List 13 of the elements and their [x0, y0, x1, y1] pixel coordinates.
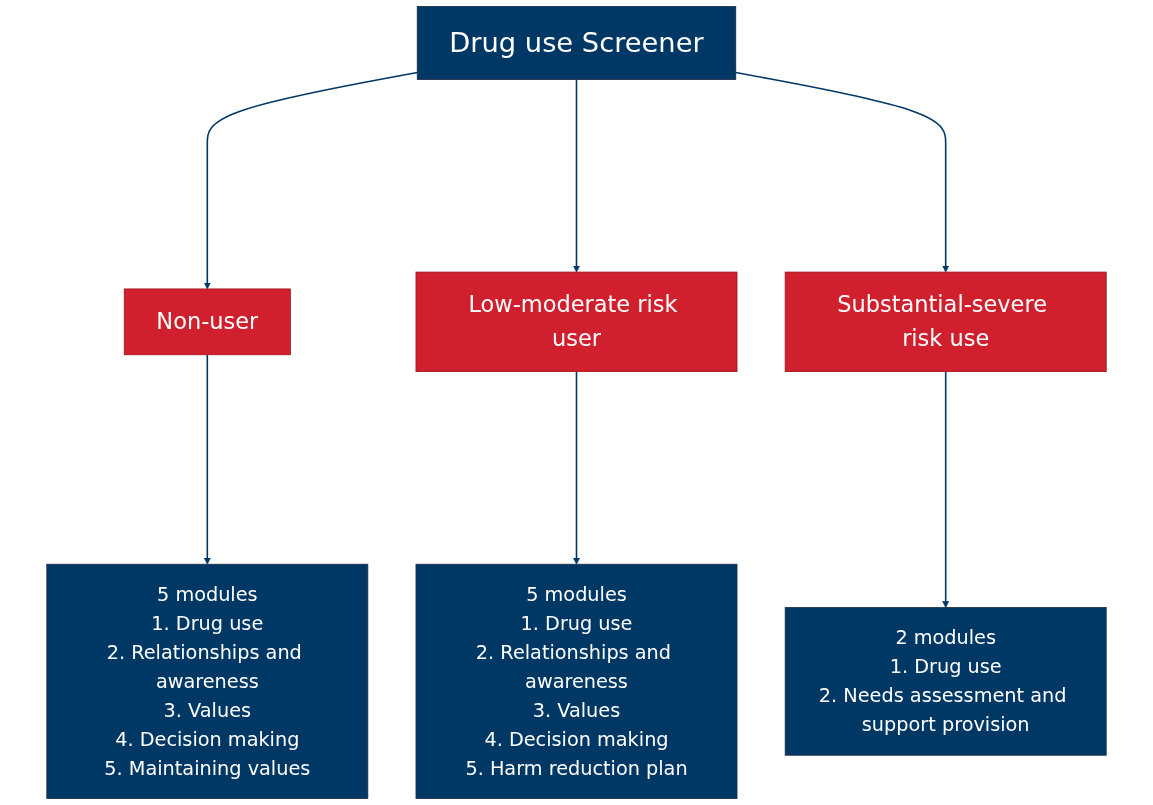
arrow	[572, 370, 581, 565]
node-box: Substantial-severe risk use	[784, 271, 1107, 372]
arrow	[942, 370, 950, 608]
node-box: 5 modules 1. Drug use 2. Relationships and awareness 3. Values 4. Decision making 5. Maintaining values	[46, 563, 369, 799]
node-box: Low-moderate risk user	[415, 271, 738, 372]
node-box: 2 modules 1. Drug use 2. Needs assessment and support provision	[784, 607, 1107, 756]
node-box: 5 modules 1. Drug use 2. Relationships and awareness 3. Values 4. Decision making 5. Harm reduction plan	[415, 563, 738, 799]
arrow	[203, 71, 419, 290]
arrow	[572, 78, 581, 273]
arrow	[203, 353, 211, 565]
node-box: Drug use Screener	[416, 6, 737, 80]
node-box: Non-user	[123, 288, 291, 356]
arrow	[734, 71, 950, 273]
